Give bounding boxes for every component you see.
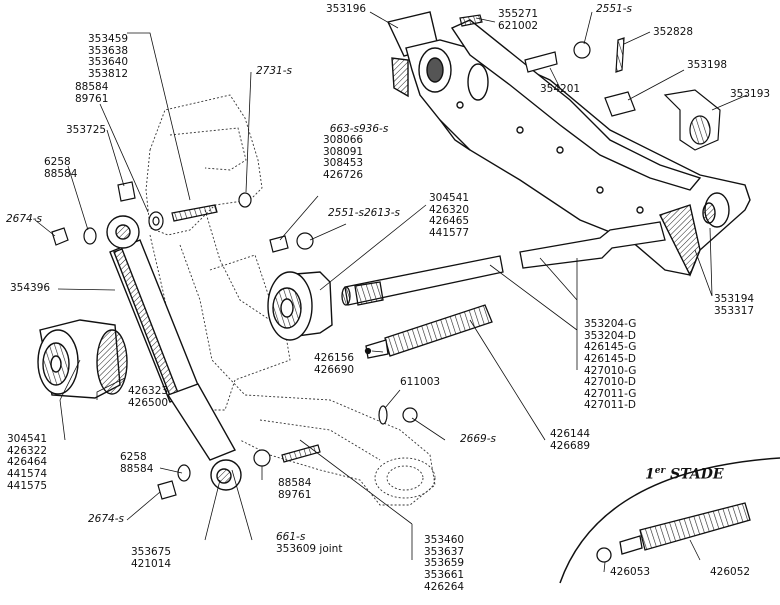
callout-353725: 353725 bbox=[66, 124, 107, 136]
shock-absorber bbox=[106, 215, 242, 491]
inset-title-word: STADE bbox=[670, 466, 724, 483]
inset-title-ordinal: 1 bbox=[645, 466, 655, 483]
diagram-artwork bbox=[34, 11, 780, 584]
callout-2669-s: 2669-s bbox=[460, 433, 496, 445]
inset-title: 1er STADE bbox=[645, 466, 724, 483]
callout-354396: 354396 bbox=[10, 282, 51, 294]
inset-border-arc bbox=[559, 457, 780, 584]
splined-hub-right bbox=[267, 271, 333, 341]
inset-title-ordinal-suffix: er bbox=[654, 466, 666, 476]
callout-353193: 353193 bbox=[730, 88, 771, 100]
crossmember bbox=[386, 11, 751, 277]
leader-lines bbox=[34, 11, 748, 573]
callout-354201: 354201 bbox=[540, 83, 581, 95]
splined-hub-left bbox=[37, 319, 128, 399]
callout-353196: 353196 bbox=[326, 3, 367, 15]
callout-2674-s-bottom: 2674-s bbox=[88, 513, 124, 525]
callout-2551-s-top: 2551-s bbox=[596, 3, 632, 15]
callout-426052: 426052 bbox=[710, 566, 751, 578]
callout-2731-s: 2731-s bbox=[256, 65, 292, 77]
callout-2551-s-mid: 2551-s2613-s bbox=[328, 207, 400, 219]
torsion-bar-long bbox=[341, 221, 666, 306]
callout-353198: 353198 bbox=[687, 59, 728, 71]
small-hardware bbox=[51, 14, 721, 500]
callout-611003: 611003 bbox=[400, 376, 441, 388]
callout-2674-s-top: 2674-s bbox=[6, 213, 42, 225]
callout-352828: 352828 bbox=[653, 26, 694, 38]
torsion-bar-short bbox=[364, 304, 493, 359]
inset-torsion-bar bbox=[596, 502, 751, 563]
callout-426053: 426053 bbox=[610, 566, 651, 578]
